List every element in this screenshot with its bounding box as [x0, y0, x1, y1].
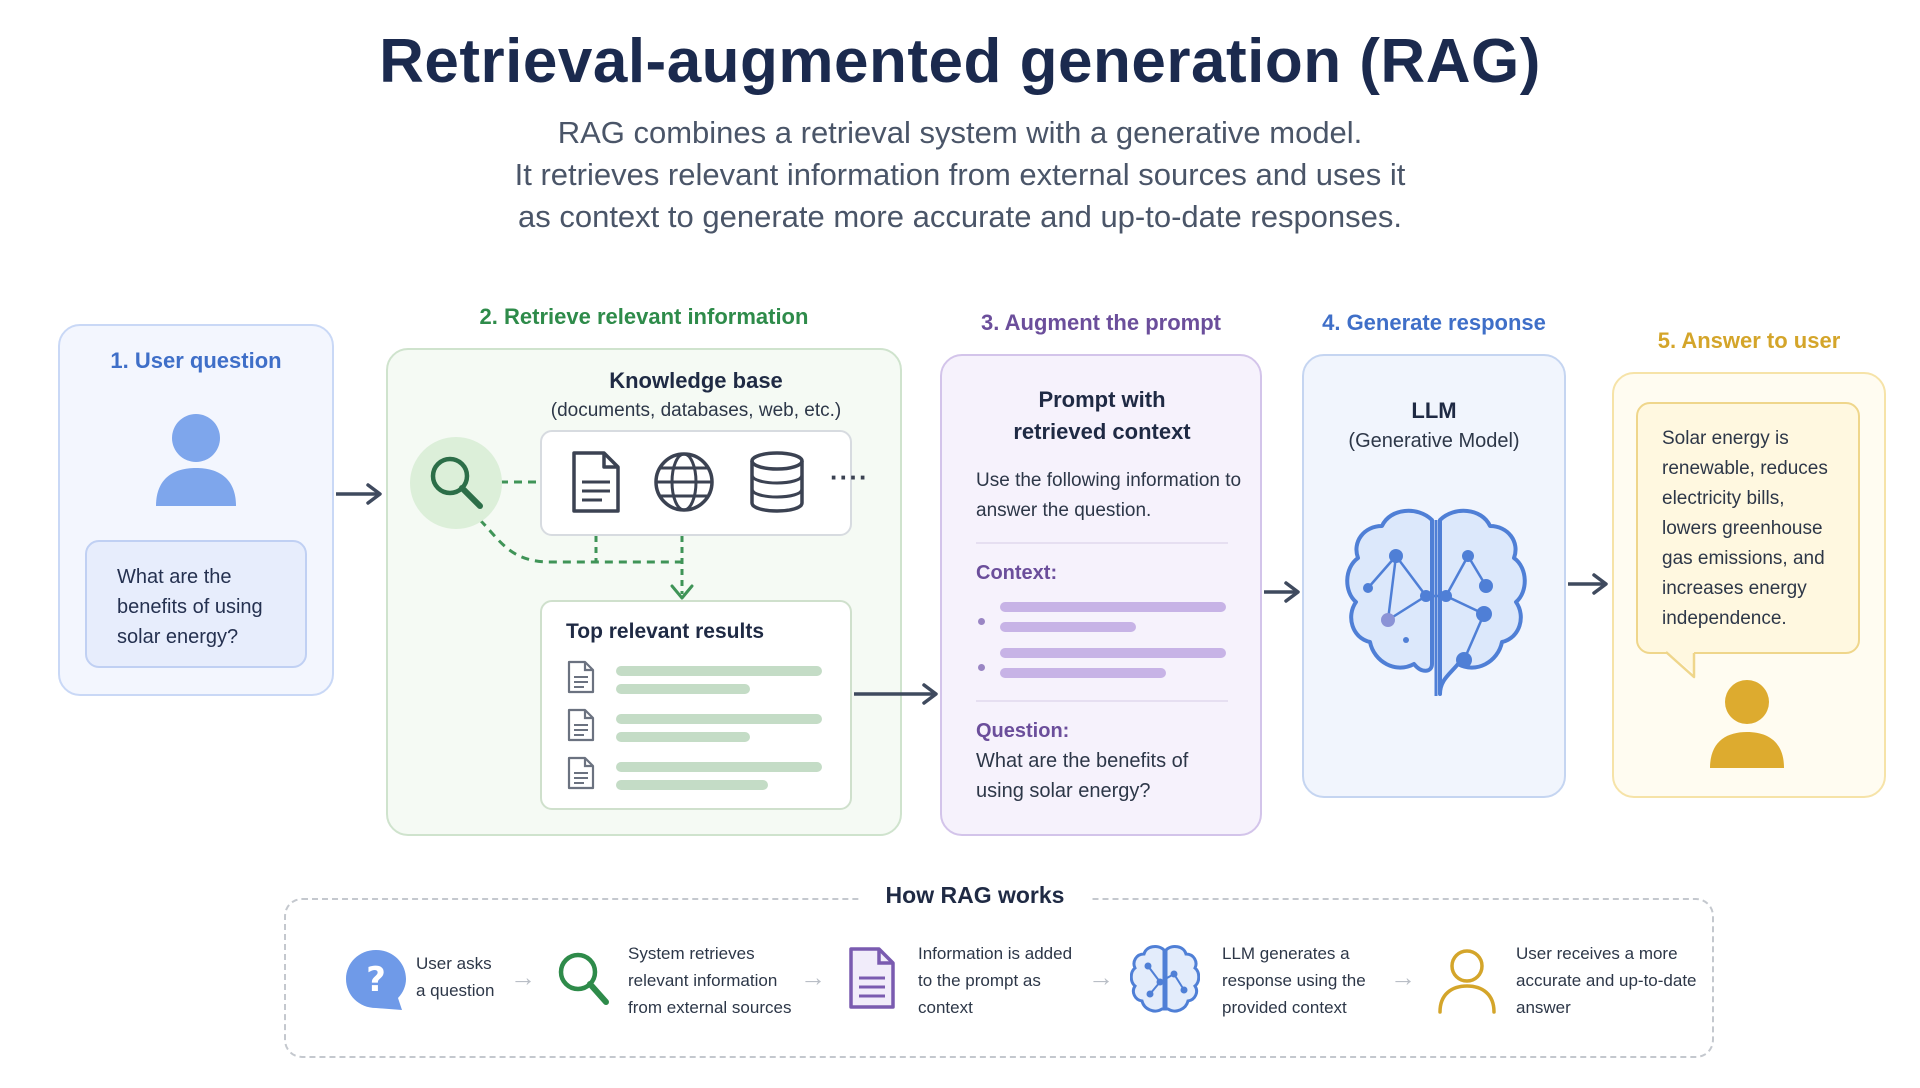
answer-text: Solar energy is renewable, reduces elect… [1636, 402, 1860, 654]
arrow-right-icon: → [510, 962, 536, 992]
result-row-2 [566, 708, 596, 747]
divider [976, 542, 1228, 544]
globe-icon [654, 452, 714, 512]
context-label: Context: [976, 562, 1058, 584]
document-icon [849, 947, 895, 1009]
bullet [978, 664, 985, 671]
arrow-right-icon: → [1088, 962, 1114, 992]
question-bubble-icon: ? [346, 950, 406, 1010]
step-5-label: 5. Answer to user [1657, 328, 1841, 353]
question-label: Question: [976, 720, 1070, 742]
result-bar [616, 714, 822, 724]
arrow-right-icon [1264, 581, 1300, 603]
how-step-text: System retrieves relevant information fr… [628, 944, 792, 1017]
arrow-right-icon: → [800, 962, 826, 992]
page-subtitle: RAG combines a retrieval system with a g… [0, 112, 1920, 238]
more-sources-ellipsis: ···· [830, 462, 869, 492]
page-title: Retrieval-augmented generation (RAG) [379, 27, 1541, 96]
how-rag-works-title: How RAG works [860, 882, 1090, 909]
result-bar [616, 666, 822, 676]
subtitle-line-2: It retrieves relevant information from e… [514, 157, 1406, 192]
user-avatar-icon [1710, 680, 1784, 768]
user-outline-icon [1438, 949, 1496, 1014]
result-row-3 [566, 756, 596, 795]
result-bar [616, 732, 750, 742]
subtitle-line-1: RAG combines a retrieval system with a g… [557, 115, 1363, 150]
divider [976, 700, 1228, 702]
how-step-text: User receives a more accurate and up-to-… [1516, 944, 1697, 1017]
prompt-question: What are the benefits of using solar ene… [976, 750, 1189, 802]
user-question-text: What are the benefits of using solar ene… [85, 540, 307, 668]
arrow-right-icon [1568, 573, 1608, 595]
prompt-instruction: Use the following information to answer … [976, 470, 1242, 521]
file-icon [567, 756, 595, 790]
llm-title: LLM [1411, 398, 1457, 423]
result-row-1 [566, 660, 596, 699]
knowledge-base-title: Knowledge base [609, 368, 783, 393]
search-highlight [410, 437, 502, 529]
document-icon [572, 451, 620, 513]
how-step-text: Information is added to the prompt as co… [918, 944, 1073, 1017]
top-results-title: Top relevant results [566, 620, 765, 643]
result-bar [616, 684, 750, 694]
knowledge-base-subtitle: (documents, databases, web, etc.) [550, 400, 842, 421]
result-bar [616, 780, 768, 790]
arrow-right-icon: → [1390, 962, 1416, 992]
llm-subtitle: (Generative Model) [1348, 430, 1520, 452]
context-bar [1000, 602, 1226, 612]
augment-prompt-card: Prompt with retrieved context Use the fo… [940, 354, 1262, 836]
brain-network-icon [1345, 508, 1527, 696]
context-bar [1000, 622, 1136, 632]
database-icon [750, 451, 804, 513]
step-1-label: 1. User question [110, 348, 282, 373]
bullet [978, 618, 985, 625]
arrow-right-icon [336, 483, 382, 505]
how-step-text: User asks a question [416, 954, 495, 1000]
user-avatar-icon [156, 414, 236, 506]
prompt-heading: Prompt with retrieved context [1013, 387, 1191, 444]
result-bar [616, 762, 822, 772]
subtitle-line-3: as context to generate more accurate and… [517, 199, 1403, 234]
step-2-label: 2. Retrieve relevant information [479, 304, 809, 329]
arrow-right-icon [854, 683, 938, 705]
file-icon [567, 708, 595, 742]
step-4-label: 4. Generate response [1322, 310, 1546, 335]
brain-icon [1130, 945, 1200, 1013]
retrieval-connector-lines [478, 480, 694, 600]
svg-text:?: ? [366, 960, 386, 1000]
speech-tail [1665, 651, 1696, 679]
search-icon [430, 456, 483, 509]
context-bar [1000, 648, 1226, 658]
magnifier-icon [558, 952, 609, 1005]
file-icon [567, 660, 595, 694]
context-bar [1000, 668, 1166, 678]
step-3-label: 3. Augment the prompt [981, 310, 1221, 335]
how-step-text: LLM generates a response using the provi… [1222, 944, 1366, 1017]
